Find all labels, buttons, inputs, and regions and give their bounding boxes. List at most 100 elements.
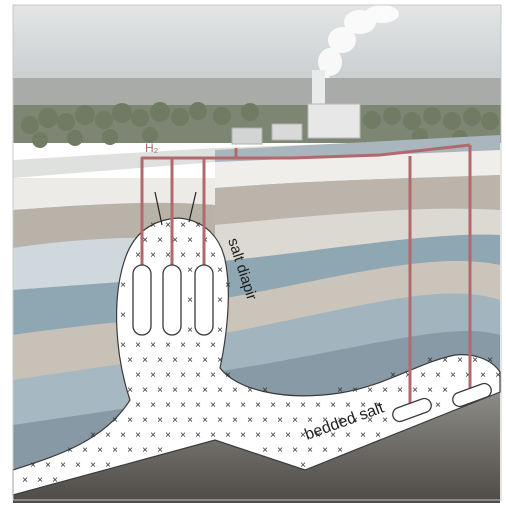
salt-marker-icon: ×	[180, 220, 186, 231]
h2-label: H₂	[145, 141, 159, 155]
salt-marker-icon: ×	[375, 430, 381, 441]
salt-marker-icon: ×	[180, 340, 186, 351]
salt-marker-icon: ×	[487, 355, 493, 366]
cavern-4	[392, 397, 432, 423]
salt-marker-icon: ×	[262, 445, 268, 456]
salt-marker-icon: ×	[165, 250, 171, 261]
salt-marker-icon: ×	[30, 460, 36, 471]
salt-marker-icon: ×	[390, 370, 396, 381]
salt-marker-icon: ×	[307, 445, 313, 456]
salt-marker-icon: ×	[90, 460, 96, 471]
salt-marker-icon: ×	[367, 385, 373, 396]
salt-marker-icon: ×	[75, 460, 81, 471]
salt-marker-icon: ×	[300, 400, 306, 411]
salt-marker-icon: ×	[337, 385, 343, 396]
salt-marker-icon: ×	[112, 445, 118, 456]
salt-marker-icon: ×	[165, 400, 171, 411]
salt-marker-icon: ×	[172, 355, 178, 366]
salt-marker-icon: ×	[172, 235, 178, 246]
salt-marker-icon: ×	[157, 355, 163, 366]
salt-marker-icon: ×	[195, 400, 201, 411]
salt-marker-icon: ×	[150, 250, 156, 261]
salt-marker-icon: ×	[120, 430, 126, 441]
salt-marker-icon: ×	[292, 445, 298, 456]
salt-marker-icon: ×	[172, 415, 178, 426]
salt-marker-icon: ×	[352, 415, 358, 426]
salt-marker-icon: ×	[330, 400, 336, 411]
salt-marker-icon: ×	[270, 400, 276, 411]
salt-marker-icon: ×	[180, 430, 186, 441]
salt-marker-icon: ×	[127, 445, 133, 456]
salt-marker-icon: ×	[255, 430, 261, 441]
salt-marker-icon: ×	[52, 475, 58, 486]
salt-marker-icon: ×	[187, 295, 193, 306]
salt-marker-icon: ×	[90, 430, 96, 441]
salt-marker-icon: ×	[165, 340, 171, 351]
salt-marker-icon: ×	[60, 460, 66, 471]
salt-marker-icon: ×	[180, 400, 186, 411]
salt-marker-icon: ×	[300, 430, 306, 441]
salt-marker-icon: ×	[165, 370, 171, 381]
salt-marker-icon: ×	[240, 400, 246, 411]
salt-marker-icon: ×	[465, 370, 471, 381]
salt-marker-icon: ×	[217, 415, 223, 426]
salt-marker-icon: ×	[202, 385, 208, 396]
salt-marker-icon: ×	[187, 385, 193, 396]
salt-marker-icon: ×	[420, 370, 426, 381]
salt-marker-icon: ×	[105, 430, 111, 441]
salt-marker-icon: ×	[225, 400, 231, 411]
salt-marker-icon: ×	[480, 370, 486, 381]
salt-marker-icon: ×	[322, 415, 328, 426]
salt-marker-icon: ×	[217, 295, 223, 306]
exploration-wells	[154, 191, 197, 226]
salt-marker-icon: ×	[157, 385, 163, 396]
salt-markers: ××××××××××××××××××××××××××××××××××××××××…	[22, 220, 501, 486]
salt-marker-icon: ×	[195, 220, 201, 231]
salt-marker-icon: ×	[180, 250, 186, 261]
salt-marker-icon: ×	[195, 430, 201, 441]
salt-marker-icon: ×	[157, 445, 163, 456]
salt-marker-icon: ×	[82, 445, 88, 456]
salt-marker-icon: ×	[345, 400, 351, 411]
diapir-caverns	[132, 264, 214, 336]
salt-marker-icon: ×	[67, 445, 73, 456]
salt-marker-icon: ×	[442, 385, 448, 396]
salt-marker-icon: ×	[352, 385, 358, 396]
salt-marker-icon: ×	[367, 415, 373, 426]
salt-marker-icon: ×	[187, 415, 193, 426]
salt-marker-icon: ×	[247, 385, 253, 396]
salt-marker-icon: ×	[330, 430, 336, 441]
salt-marker-icon: ×	[285, 430, 291, 441]
salt-marker-icon: ×	[240, 430, 246, 441]
salt-marker-icon: ×	[337, 415, 343, 426]
salt-marker-icon: ×	[375, 400, 381, 411]
salt-marker-icon: ×	[187, 235, 193, 246]
salt-marker-icon: ×	[262, 385, 268, 396]
salt-marker-icon: ×	[315, 400, 321, 411]
salt-marker-icon: ×	[225, 430, 231, 441]
salt-marker-icon: ×	[210, 340, 216, 351]
salt-marker-icon: ×	[112, 415, 118, 426]
salt-marker-icon: ×	[187, 325, 193, 336]
salt-marker-icon: ×	[165, 220, 171, 231]
salt-marker-icon: ×	[412, 385, 418, 396]
salt-marker-icon: ×	[225, 370, 231, 381]
salt-marker-icon: ×	[165, 430, 171, 441]
salt-marker-icon: ×	[22, 475, 28, 486]
salt-marker-icon: ×	[217, 385, 223, 396]
cavern-3	[194, 264, 214, 336]
salt-marker-icon: ×	[472, 355, 478, 366]
salt-marker-icon: ×	[382, 385, 388, 396]
salt-marker-icon: ×	[135, 400, 141, 411]
salt-marker-icon: ×	[142, 445, 148, 456]
pipeline-network	[140, 143, 472, 405]
salt-marker-icon: ×	[180, 370, 186, 381]
salt-marker-icon: ×	[157, 235, 163, 246]
salt-marker-icon: ×	[202, 415, 208, 426]
salt-marker-icon: ×	[210, 370, 216, 381]
salt-marker-icon: ×	[195, 370, 201, 381]
salt-marker-icon: ×	[232, 385, 238, 396]
salt-marker-icon: ×	[495, 370, 501, 381]
cavern-1	[132, 264, 152, 336]
salt-marker-icon: ×	[225, 280, 231, 291]
